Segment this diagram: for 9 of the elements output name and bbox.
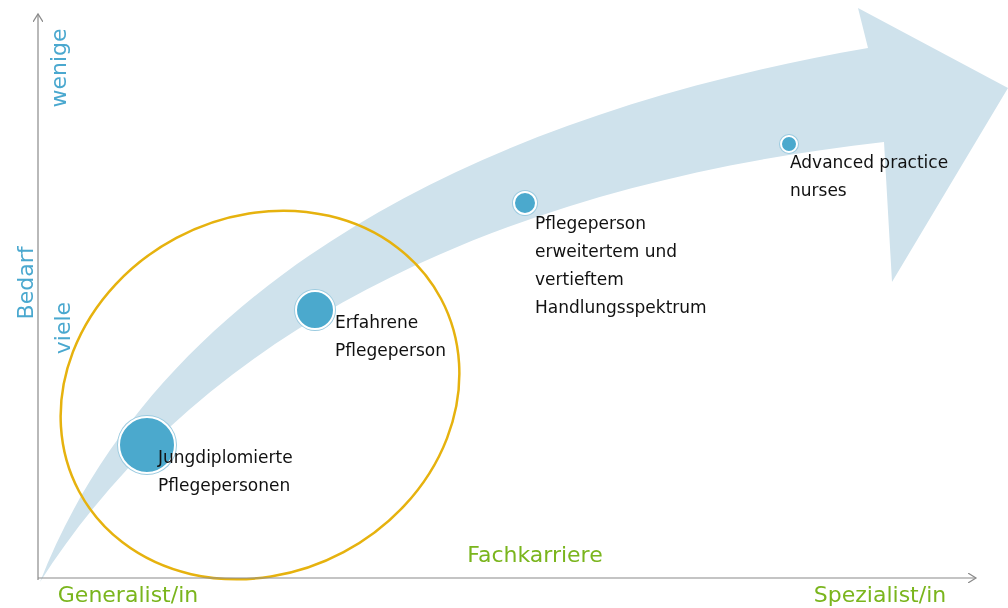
axis-label: Spezialist/in [813,581,947,607]
level-label: Erfahrene Pflegeperson [335,311,447,362]
level-label: Advanced practice nurses [790,151,950,202]
axis-label: wenige [45,28,71,108]
axis-label: Generalist/in [57,581,199,607]
axis-label: viele [49,301,75,355]
axis-title: Fachkarriere [467,541,603,567]
axis-title: Bedarf [12,246,38,320]
level-label: Pflegeperson erweitertem und vertieftem Handlungsspektrum [535,212,708,319]
